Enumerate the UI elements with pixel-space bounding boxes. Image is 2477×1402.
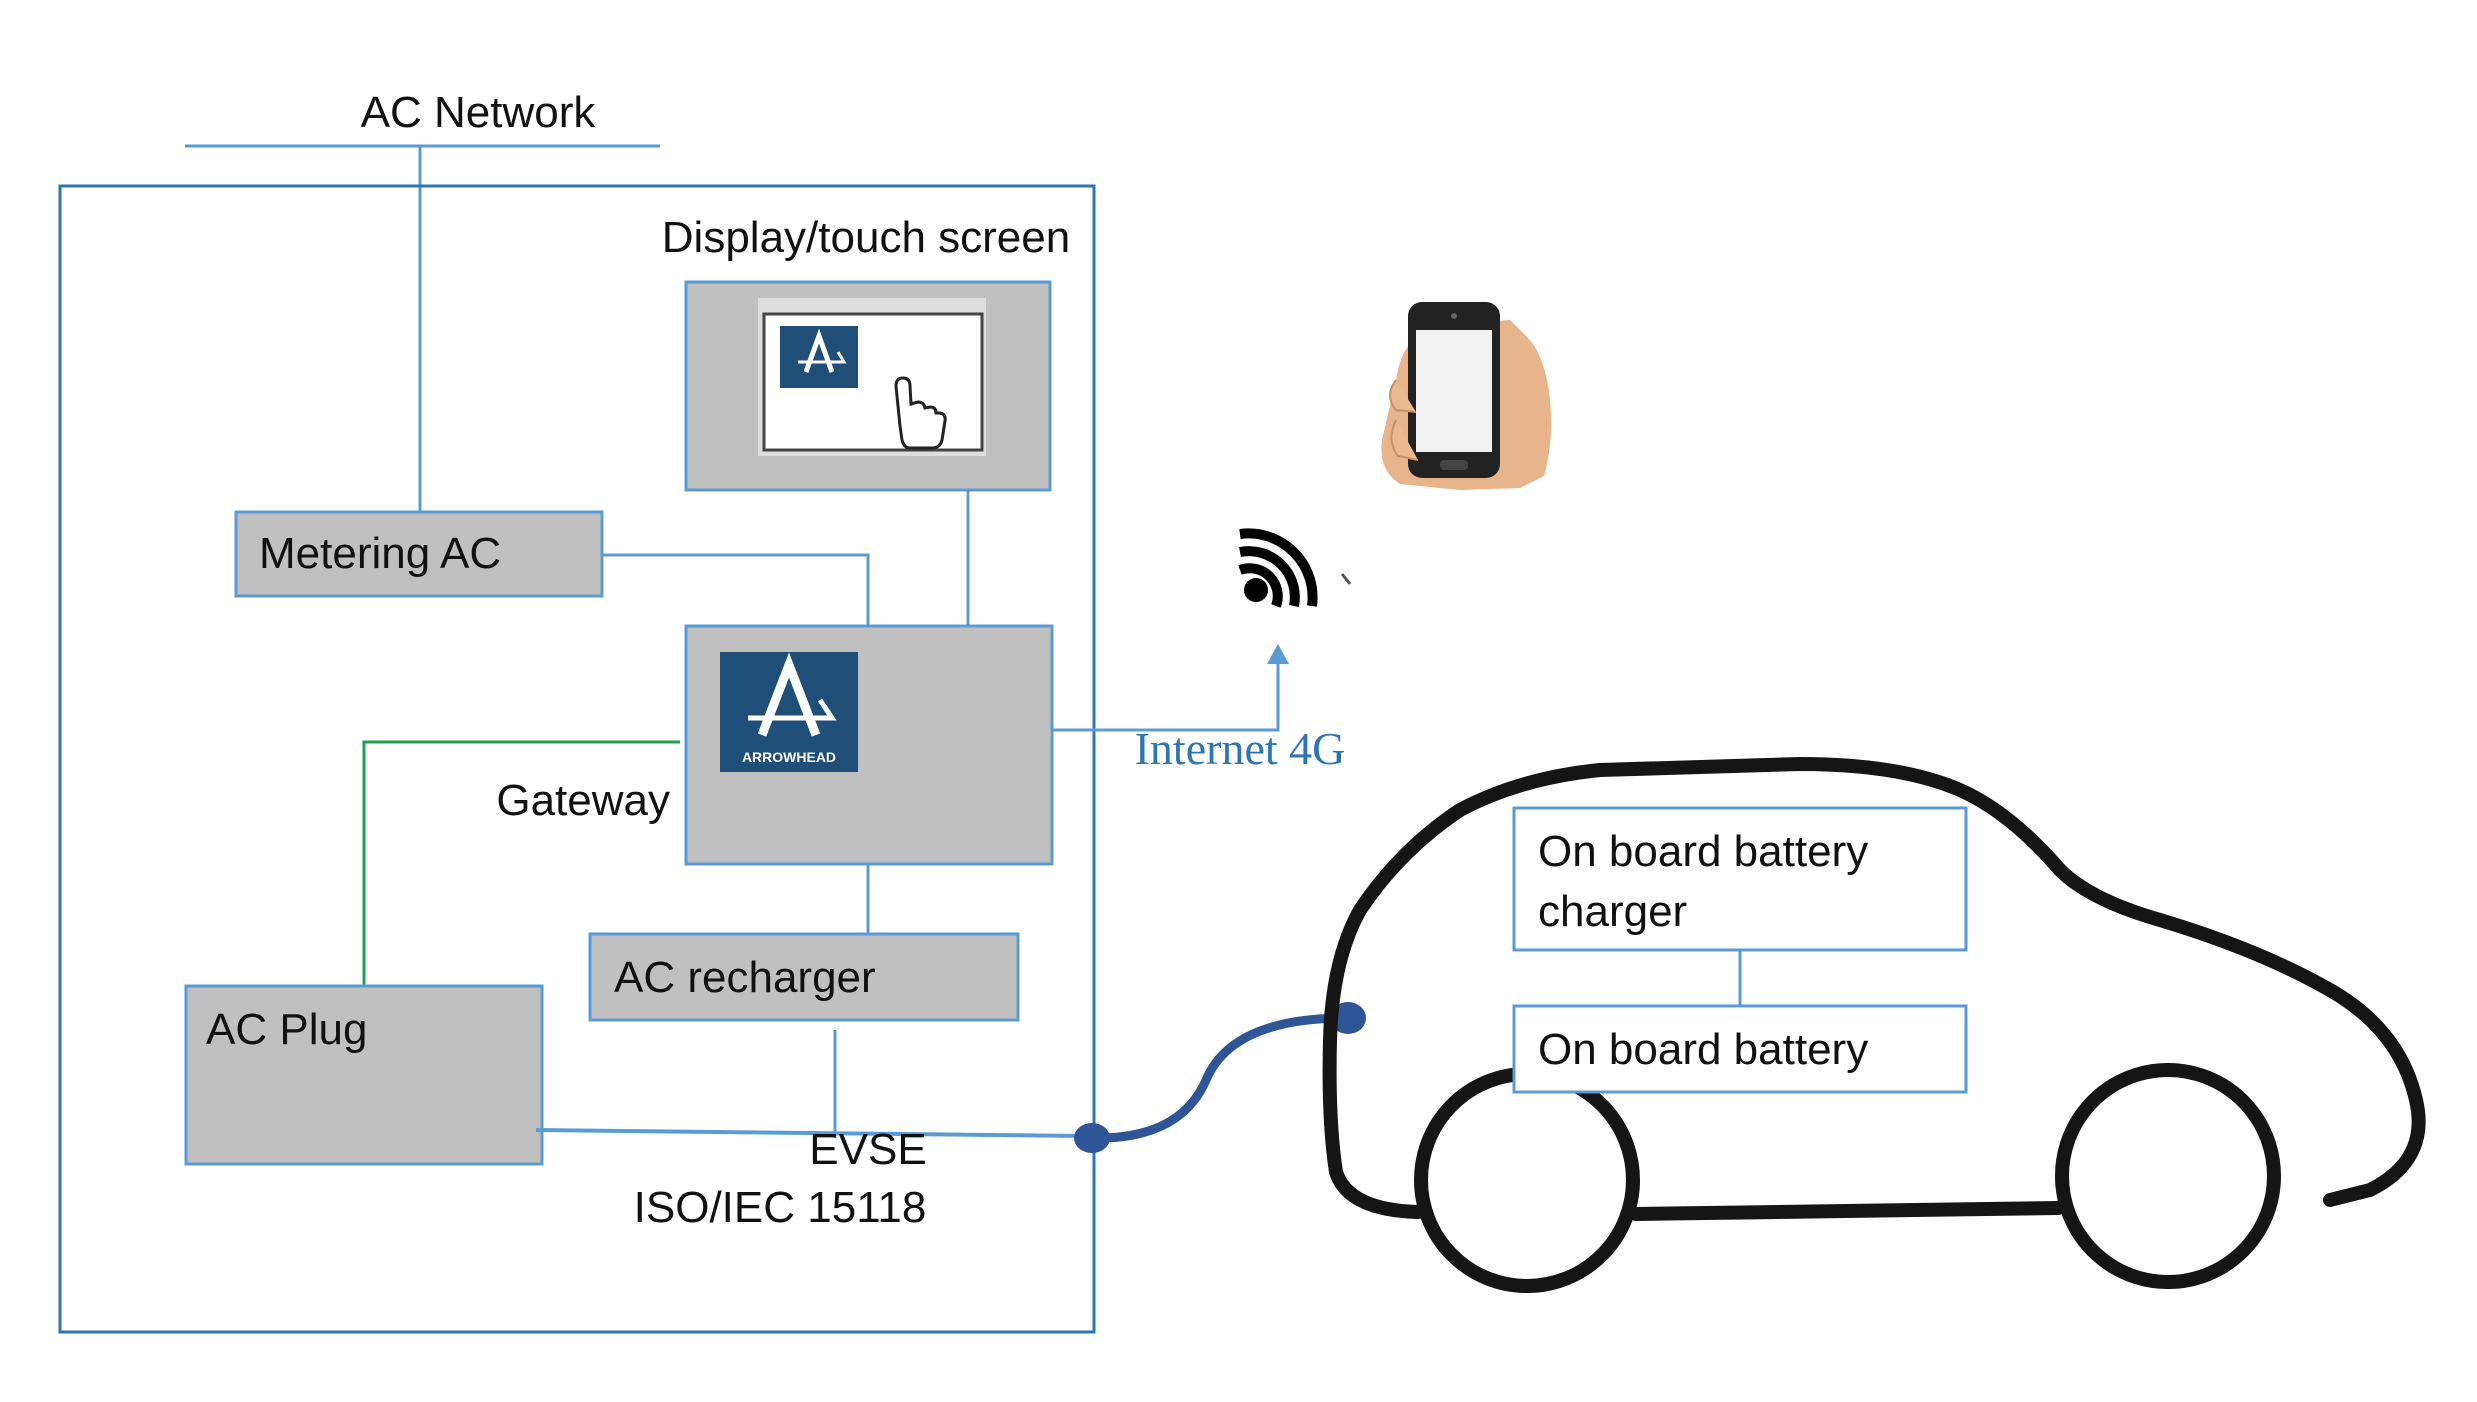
display-arrowhead-logo — [780, 326, 858, 388]
evse-label: EVSE — [809, 1125, 926, 1174]
onboard-charger-label-line2: charger — [1538, 887, 1687, 936]
metering-to-gateway-connector — [602, 553, 870, 626]
plug-to-outlet-line — [535, 1128, 1091, 1138]
evse-enclosure — [58, 184, 1096, 1334]
internet-arrow-head — [1267, 644, 1289, 664]
ac-network-label: AC Network — [361, 88, 597, 137]
ac-plug-label: AC Plug — [206, 1005, 367, 1054]
gateway-arrowhead-logo: ARROWHEAD — [720, 652, 858, 772]
internet-connector — [1052, 662, 1280, 732]
hand-pointer-icon — [894, 376, 947, 450]
ac-plug-box — [184, 984, 544, 1166]
metering-ac-box — [234, 510, 604, 598]
onboard-battery-label: On board battery — [1538, 1025, 1868, 1074]
onboard-charger-box — [1512, 806, 1968, 952]
metering-ac-label: Metering AC — [259, 529, 501, 578]
cable-outlet-dot — [1074, 1123, 1110, 1153]
gateway-to-plug-green-line — [362, 740, 680, 986]
ac-recharger-label: AC recharger — [614, 953, 876, 1002]
internet-4g-label: Internet 4G — [1135, 723, 1346, 774]
display-label: Display/touch screen — [662, 213, 1070, 262]
onboard-battery-box — [1512, 1004, 1968, 1094]
smartphone-in-hand-icon — [1381, 302, 1552, 490]
car-inlet-dot — [1330, 1002, 1366, 1034]
wireless-signal-icon — [1238, 528, 1352, 608]
ac-recharger-box — [588, 932, 1020, 1022]
gateway-label: Gateway — [496, 776, 670, 825]
logo-brand-text: ARROWHEAD — [742, 749, 836, 765]
ev-charging-cable — [1087, 1013, 1351, 1143]
iso-standard-label: ISO/IEC 15118 — [634, 1183, 927, 1232]
onboard-charger-label-line1: On board battery — [1538, 827, 1868, 876]
